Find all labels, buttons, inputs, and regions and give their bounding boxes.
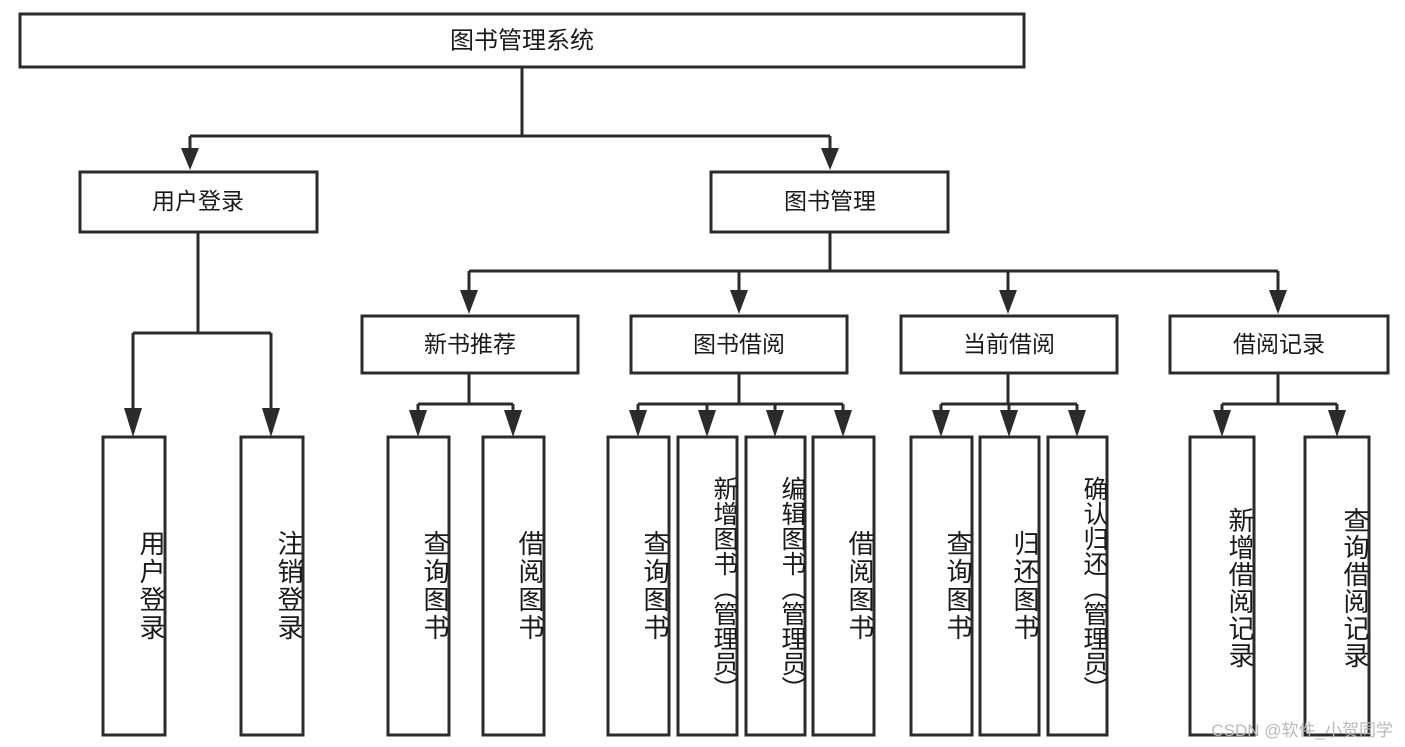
arrow-to-book-borrow [730, 290, 748, 314]
node-new-book-rec[interactable]: 新书推荐 [360, 314, 580, 375]
connector-group [124, 67, 1346, 437]
arrow-root-to-book-manage [821, 148, 839, 170]
leaf-box-5[interactable] [606, 435, 671, 737]
leaf-box-1[interactable] [101, 435, 167, 737]
arrow-to-leaf-10 [1000, 410, 1018, 437]
leaf-box-4[interactable] [481, 435, 546, 737]
leaf-box-12[interactable] [1188, 435, 1256, 737]
node-current-borrow-box[interactable] [899, 314, 1119, 375]
arrow-to-borrow-record [1269, 290, 1287, 314]
node-new-book-rec-label: 新书推荐 [424, 331, 516, 357]
leaf-box-6[interactable] [676, 435, 739, 737]
leaf-box-3[interactable] [386, 435, 451, 737]
arrow-to-leaf-13 [1328, 410, 1346, 437]
node-borrow-record-label: 借阅记录 [1233, 331, 1325, 357]
arrow-to-leaf-4 [504, 410, 522, 437]
leaf-box-9[interactable] [909, 435, 974, 737]
leaf-box-13[interactable] [1303, 435, 1371, 737]
arrow-root-to-user-login [181, 148, 199, 170]
node-new-book-rec-box[interactable] [360, 314, 580, 375]
node-current-borrow-label: 当前借阅 [963, 331, 1055, 357]
leaf-box-11[interactable] [1046, 435, 1109, 737]
node-book-manage[interactable]: 图书管理 [709, 170, 950, 234]
node-root-box[interactable] [18, 12, 1026, 69]
arrow-to-leaf-11 [1068, 410, 1086, 437]
arrow-to-leaf-12 [1213, 410, 1231, 437]
arrow-to-current-borrow [999, 290, 1017, 314]
arrow-to-leaf-7 [766, 410, 784, 437]
node-current-borrow[interactable]: 当前借阅 [899, 314, 1119, 375]
leaf-box-8[interactable] [811, 435, 876, 737]
node-user-login[interactable]: 用户登录 [78, 170, 319, 234]
node-user-login-box[interactable] [78, 170, 319, 234]
arrow-to-leaf-9 [932, 410, 950, 437]
node-book-manage-box[interactable] [709, 170, 950, 234]
node-root[interactable]: 图书管理系统 [18, 12, 1026, 69]
arrow-to-leaf-2 [262, 408, 280, 437]
node-book-borrow[interactable]: 图书借阅 [629, 314, 849, 375]
node-book-borrow-label: 图书借阅 [693, 331, 785, 357]
arrow-to-new-book-rec [460, 290, 478, 314]
node-book-manage-label: 图书管理 [784, 188, 876, 214]
node-book-borrow-box[interactable] [629, 314, 849, 375]
arrow-to-leaf-8 [834, 410, 852, 437]
leaf-box-10[interactable] [978, 435, 1041, 737]
node-borrow-record[interactable]: 借阅记录 [1168, 314, 1390, 375]
leaf-box-7[interactable] [744, 435, 807, 737]
arrow-to-leaf-1 [124, 408, 142, 437]
arrow-to-leaf-5 [629, 410, 647, 437]
node-root-label: 图书管理系统 [450, 27, 594, 54]
watermark-text: CSDN @软件_小贺同学 [1211, 721, 1393, 740]
arrow-to-leaf-6 [698, 410, 716, 437]
node-user-login-label: 用户登录 [152, 188, 244, 214]
arrow-to-leaf-3 [409, 410, 427, 437]
leaf-box-2[interactable] [239, 435, 305, 737]
node-borrow-record-box[interactable] [1168, 314, 1390, 375]
